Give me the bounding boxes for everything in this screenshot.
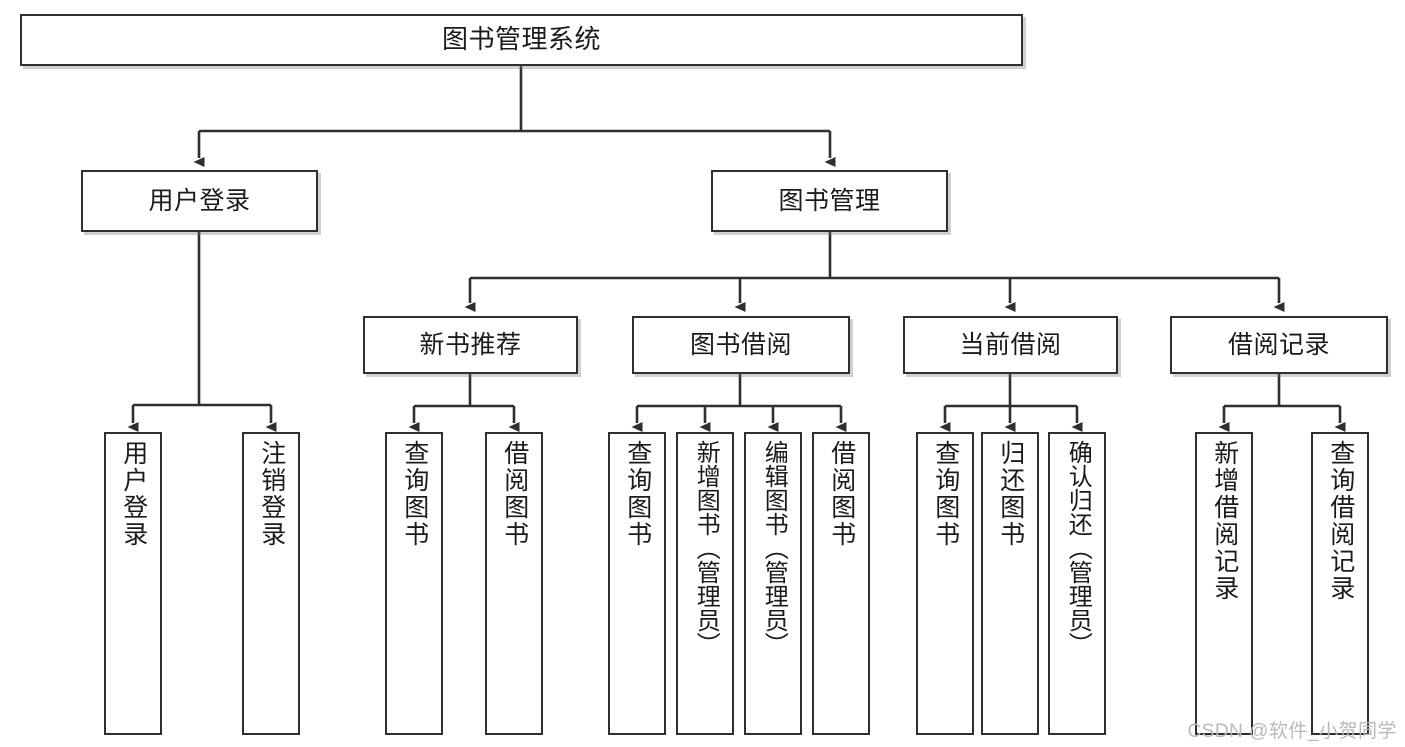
node-label: 查询图书 [931,440,960,548]
node-label: 查询图书 [623,440,652,548]
leaf-borrow-borrow-book[interactable]: 借阅图书 [812,432,870,735]
node-label: 归还图书 [996,440,1025,548]
node-label: 借阅记录 [1227,330,1330,359]
node-label: 图书管理 [778,186,881,215]
leaf-record-query-record[interactable]: 查询借阅记录 [1311,432,1369,735]
node-label: 查询图书 [400,440,429,548]
leaf-current-confirm-return-admin[interactable]: 确认归还（管理员） [1048,432,1106,735]
node-label: 借阅图书 [827,440,856,548]
node-label: 用户登录 [119,440,148,548]
node-user-login[interactable]: 用户登录 [81,170,318,232]
node-label: 用户登录 [148,186,251,215]
leaf-current-query-book[interactable]: 查询图书 [916,432,974,735]
node-label: 当前借阅 [959,330,1062,359]
node-label: 借阅图书 [500,440,529,548]
leaf-recommend-query-book[interactable]: 查询图书 [385,432,443,735]
watermark: CSDN @软件_小贺同学 [1187,721,1397,742]
node-label: 新增借阅记录 [1210,440,1239,602]
node-label: 新书推荐 [419,330,522,359]
leaf-user-login-logout[interactable]: 注销登录 [242,432,300,735]
node-label: 图书借阅 [689,330,792,359]
leaf-user-login-login[interactable]: 用户登录 [104,432,162,735]
node-book-management[interactable]: 图书管理 [711,170,948,232]
leaf-borrow-edit-book-admin[interactable]: 编辑图书（管理员） [744,432,802,735]
leaf-record-add-record[interactable]: 新增借阅记录 [1195,432,1253,735]
node-label: 查询借阅记录 [1326,440,1355,602]
leaf-recommend-borrow-book[interactable]: 借阅图书 [485,432,543,735]
node-borrow-record[interactable]: 借阅记录 [1170,316,1388,374]
node-label: 图书管理系统 [441,24,601,55]
node-current-borrow[interactable]: 当前借阅 [903,316,1118,374]
node-label: 新增图书（管理员） [692,440,720,656]
leaf-borrow-query-book[interactable]: 查询图书 [608,432,666,735]
node-label: 注销登录 [257,440,286,548]
node-new-book-recommend[interactable]: 新书推荐 [363,316,578,374]
node-label: 编辑图书（管理员） [760,440,788,656]
node-label: 确认归还（管理员） [1064,440,1092,656]
leaf-current-return-book[interactable]: 归还图书 [981,432,1039,735]
leaf-borrow-add-book-admin[interactable]: 新增图书（管理员） [676,432,734,735]
node-root-system[interactable]: 图书管理系统 [20,14,1023,66]
node-book-borrow[interactable]: 图书借阅 [632,316,850,374]
